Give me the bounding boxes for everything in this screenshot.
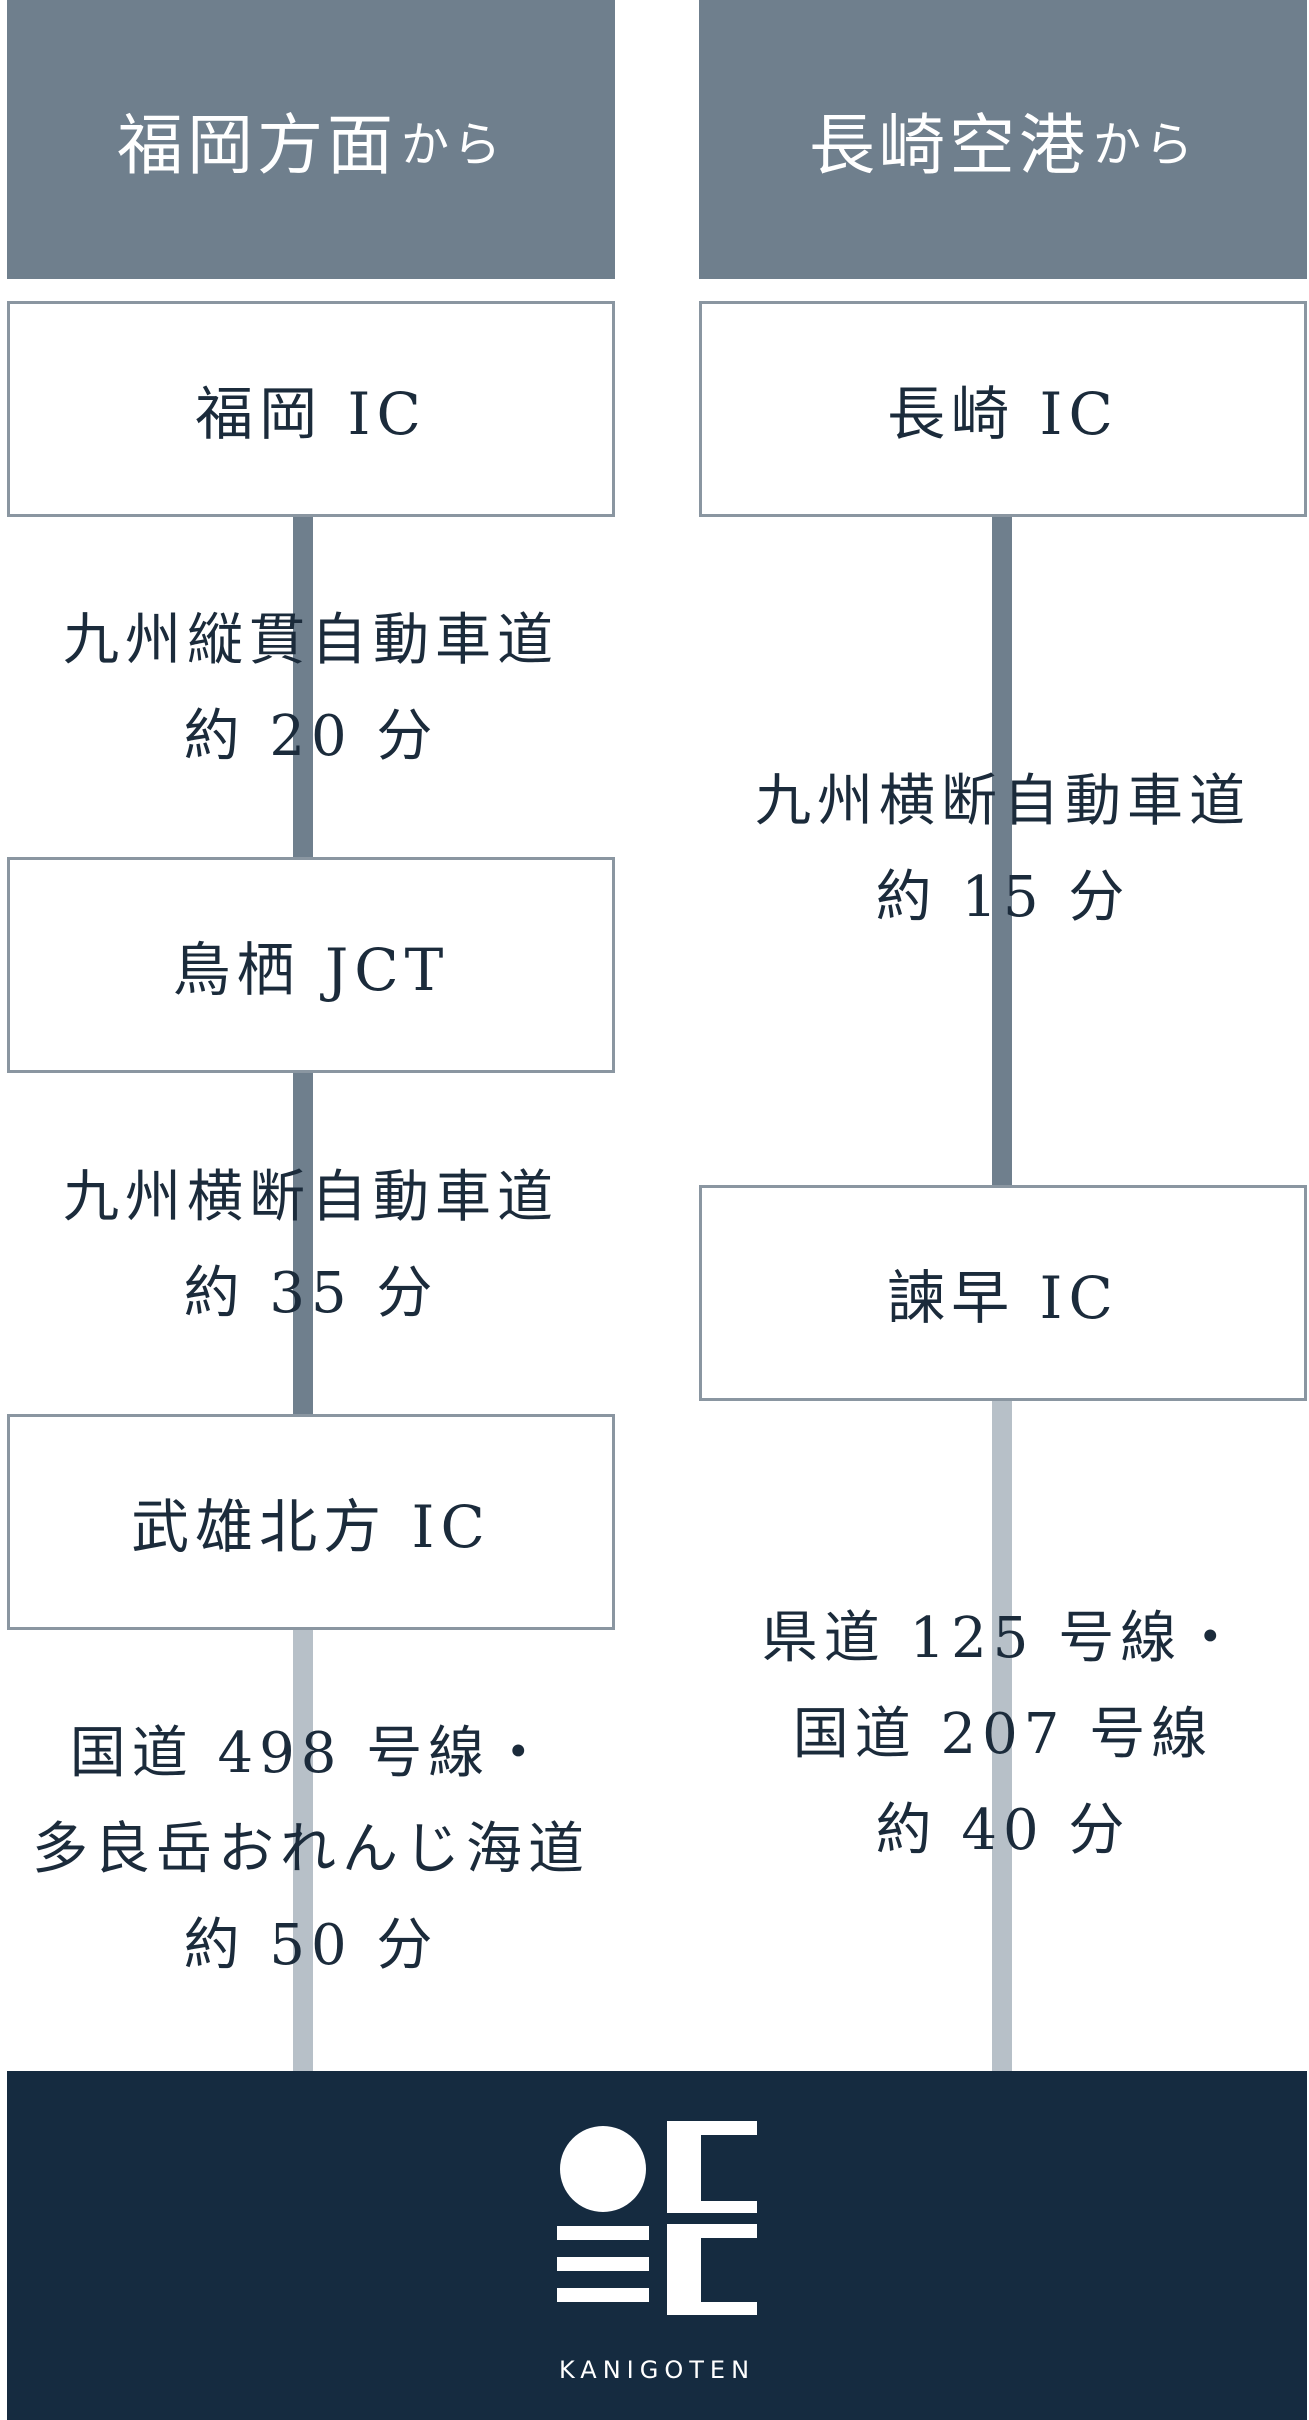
segment-takeo-to-destination: 国道 498 号線・ 多良岳おれんじ海道 約 50 分 <box>0 1706 622 1994</box>
segment-time: 約 20 分 <box>183 704 439 769</box>
node-fukuoka-ic: 福岡 IC <box>7 301 615 517</box>
header-from-fukuoka-suffix: から <box>400 116 505 173</box>
segment-time: 約 15 分 <box>875 865 1131 930</box>
segment-road: 国道 207 号線 <box>792 1702 1214 1767</box>
segment-road: 九州縦貫自動車道 <box>63 608 559 673</box>
route-line-right-expressway <box>992 515 1012 1185</box>
header-from-fukuoka-main: 福岡方面 <box>116 106 397 184</box>
segment-time: 約 35 分 <box>183 1261 439 1326</box>
segment-road: 九州横断自動車道 <box>755 769 1251 834</box>
node-isahaya-ic: 諫早 IC <box>699 1185 1307 1401</box>
header-from-fukuoka: 福岡方面から <box>7 0 615 279</box>
segment-isahaya-to-destination: 県道 125 号線・ 国道 207 号線 約 40 分 <box>699 1591 1307 1879</box>
header-from-nagasaki-airport-suffix: から <box>1092 116 1197 173</box>
segment-time: 約 50 分 <box>183 1913 439 1978</box>
node-nagasaki-ic: 長崎 IC <box>699 301 1307 517</box>
segment-time: 約 40 分 <box>875 1798 1131 1863</box>
header-from-nagasaki-airport-main: 長崎空港 <box>808 106 1089 184</box>
segment-road: 九州横断自動車道 <box>63 1165 559 1230</box>
segment-road: 国道 498 号線・ <box>69 1721 553 1786</box>
segment-tosu-to-takeo: 九州横断自動車道 約 35 分 <box>7 1150 615 1342</box>
node-takeo-kitagata-ic: 武雄北方 IC <box>7 1414 615 1630</box>
node-tosu-jct: 鳥栖 JCT <box>7 857 615 1073</box>
header-from-nagasaki-airport: 長崎空港から <box>699 0 1307 279</box>
segment-nagasaki-to-isahaya: 九州横断自動車道 約 15 分 <box>699 754 1307 946</box>
route-line-left-local-road <box>293 1630 313 2071</box>
segment-fukuoka-to-tosu: 九州縦貫自動車道 約 20 分 <box>7 593 615 785</box>
segment-road: 多良岳おれんじ海道 <box>32 1817 590 1882</box>
segment-road: 県道 125 号線・ <box>761 1606 1245 1671</box>
route-line-right-local-road <box>992 1400 1012 2071</box>
kanigoten-logo-icon <box>557 2121 757 2315</box>
brand-name: KANIGOTEN <box>558 2356 756 2384</box>
destination-footer: KANIGOTEN <box>7 2071 1307 2420</box>
